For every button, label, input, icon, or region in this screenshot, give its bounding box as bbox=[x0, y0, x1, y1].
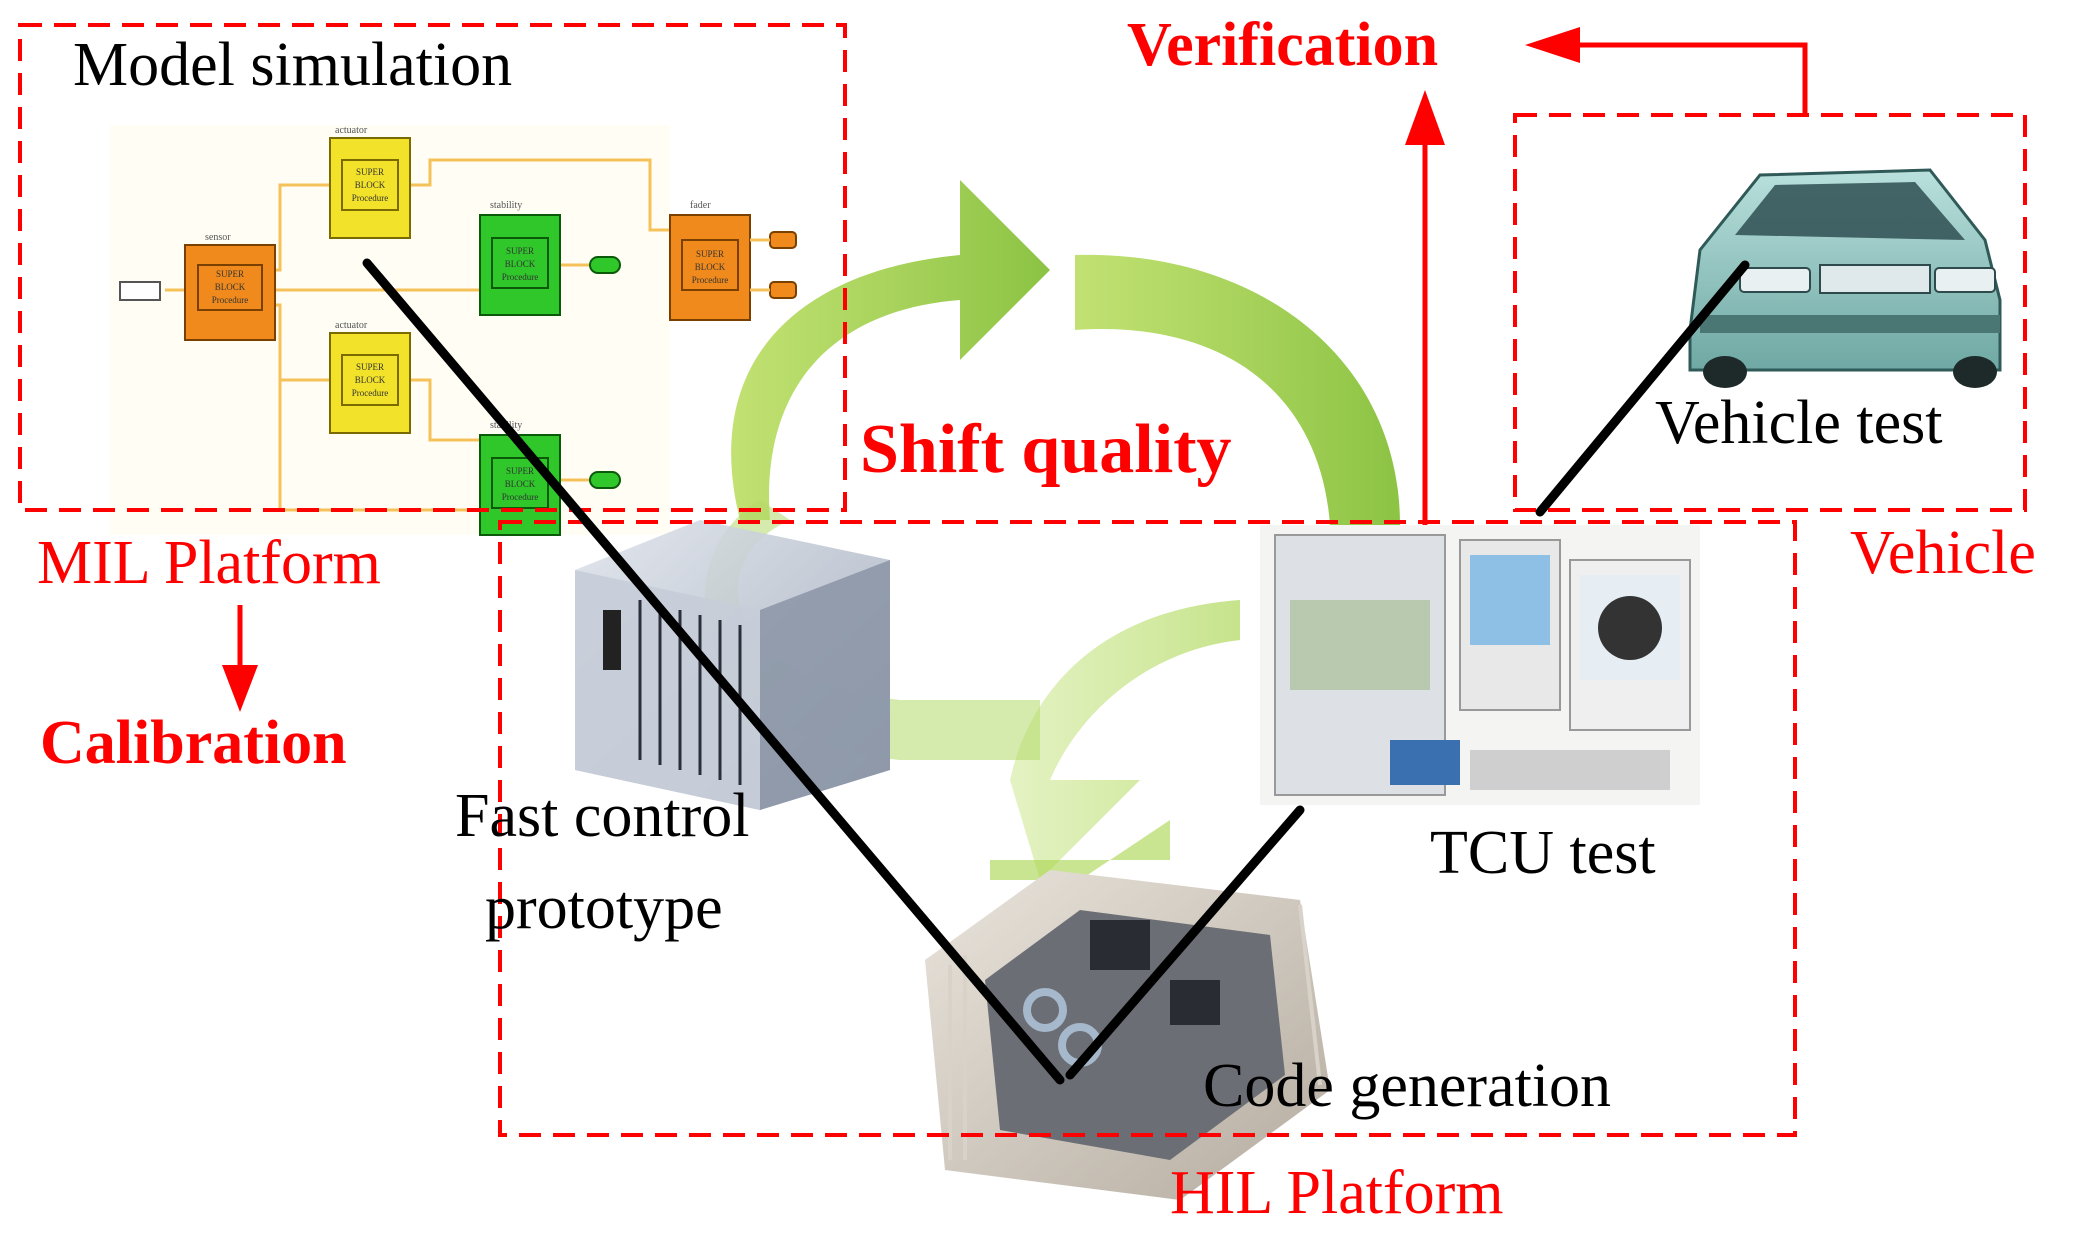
line-tcu-to-vehicle bbox=[1535, 260, 1750, 517]
simulink-block-text: BLOCK bbox=[215, 282, 246, 292]
model-simulation-label: Model simulation bbox=[73, 31, 513, 99]
vehicle-test-label: Vehicle test bbox=[1655, 389, 1943, 457]
svg-text:actuator: actuator bbox=[335, 125, 368, 136]
line-board-to-tcu bbox=[1065, 805, 1305, 1080]
green-arrow-left bbox=[990, 820, 1170, 880]
vehicle-box bbox=[1513, 113, 2027, 512]
simulink-block-text: BLOCK bbox=[505, 259, 536, 269]
red-arrows bbox=[222, 27, 1808, 712]
code-generation-label: Code generation bbox=[1203, 1052, 1612, 1120]
simulink-block-text: BLOCK bbox=[355, 180, 386, 190]
simulink-block-text: Procedure bbox=[502, 272, 538, 282]
tcu-test-label: TCU test bbox=[1430, 819, 1656, 887]
tcu-test-image bbox=[1260, 525, 1700, 805]
simulink-block-text: BLOCK bbox=[505, 479, 536, 489]
shift-quality-label: Shift quality bbox=[860, 411, 1232, 488]
simulink-block-text: Procedure bbox=[692, 275, 728, 285]
simulink-block-text: SUPER bbox=[696, 249, 724, 259]
fast-control-label-line1: Fast control bbox=[455, 782, 750, 850]
simulink-block-text: Procedure bbox=[502, 492, 538, 502]
simulink-diagram: sensor actuator actuator stability stabi… bbox=[110, 125, 797, 536]
verification-label: Verification bbox=[1127, 11, 1439, 79]
simulink-block-text: Procedure bbox=[352, 388, 388, 398]
hil-platform-label: HIL Platform bbox=[1170, 1159, 1504, 1227]
fast-control-prototype-image bbox=[575, 520, 890, 810]
simulink-block-text: SUPER bbox=[356, 362, 384, 372]
hil-platform-box bbox=[498, 520, 1797, 1137]
svg-text:fader: fader bbox=[690, 200, 711, 211]
calibration-down-arrowhead bbox=[222, 665, 258, 712]
code-generation-board-image bbox=[925, 870, 1330, 1200]
vehicle-label: Vehicle bbox=[1850, 519, 2036, 587]
svg-text:stability: stability bbox=[490, 200, 522, 211]
simulink-block-text: BLOCK bbox=[695, 262, 726, 272]
connection-lines bbox=[362, 258, 1750, 1085]
fast-control-label-line2: prototype bbox=[485, 874, 723, 942]
calibration-label: Calibration bbox=[40, 709, 347, 777]
simulink-block-text: Procedure bbox=[352, 193, 388, 203]
mil-platform-label: MIL Platform bbox=[37, 529, 381, 597]
simulink-block-text: SUPER bbox=[506, 246, 534, 256]
green-arrow-bottom bbox=[1010, 540, 1240, 880]
svg-text:actuator: actuator bbox=[335, 320, 368, 331]
line-model-to-board bbox=[362, 258, 1065, 1085]
simulink-block-text: Procedure bbox=[212, 295, 248, 305]
verification-up-arrowhead bbox=[1405, 90, 1445, 145]
mil-platform-box bbox=[18, 23, 847, 512]
green-arrow-right bbox=[1075, 254, 1400, 525]
simulink-block-text: BLOCK bbox=[355, 375, 386, 385]
simulink-block-text: SUPER bbox=[216, 269, 244, 279]
simulink-block-text: SUPER bbox=[506, 466, 534, 476]
simulink-block-text: SUPER bbox=[356, 167, 384, 177]
verification-left-arrowhead bbox=[1525, 27, 1580, 63]
vehicle-car-image bbox=[1688, 168, 2002, 388]
green-arrow-top bbox=[731, 180, 1050, 520]
svg-text:sensor: sensor bbox=[205, 232, 231, 243]
